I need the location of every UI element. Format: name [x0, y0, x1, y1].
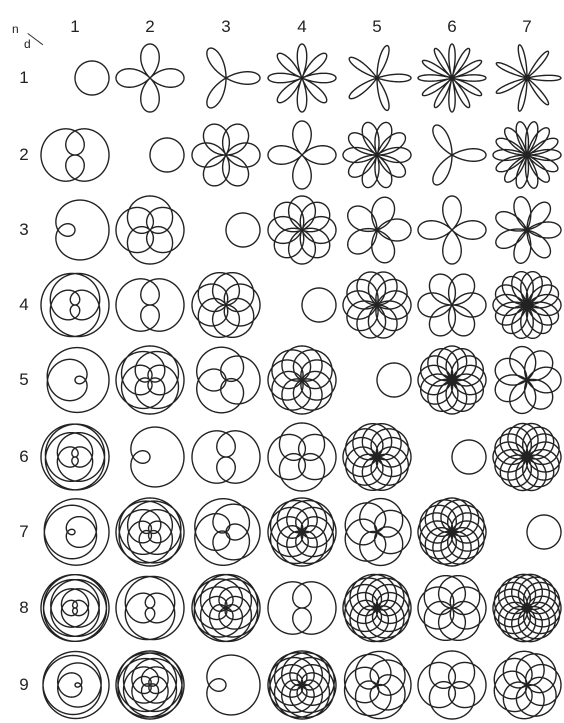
rose-n2-d3	[116, 196, 184, 264]
rose-n1-d2	[41, 129, 109, 181]
rose-n3-d2	[192, 124, 260, 186]
rose-n2-d2	[150, 138, 184, 172]
rose-n1-d1	[75, 61, 109, 95]
rose-n5-d3	[348, 197, 411, 263]
rose-n1-d3	[56, 200, 109, 260]
rose-n3-d3	[226, 213, 260, 247]
rose-n4-d5	[268, 346, 336, 414]
rose-n1-d6	[41, 424, 109, 490]
rose-n3-d4	[192, 273, 260, 338]
rose-n2-d6	[131, 427, 184, 487]
rose-n7-d1	[496, 45, 561, 111]
rose-n2-d7	[116, 498, 184, 566]
rose-n1-d4	[41, 273, 109, 336]
rose-n7-d8	[493, 574, 561, 641]
rose-n4-d2	[268, 121, 336, 189]
rose-n4-d4	[302, 288, 336, 322]
rose-n3-d9	[207, 655, 260, 715]
rose-n7-d7	[527, 515, 561, 549]
rose-n5-d1	[349, 46, 411, 111]
rose-n7-d2	[493, 122, 561, 188]
rose-n1-d9	[43, 652, 109, 719]
rose-n4-d7	[268, 498, 336, 566]
rose-n6-d7	[418, 498, 486, 566]
rose-n4-d6	[268, 423, 336, 491]
rose-n4-d8	[268, 582, 336, 634]
rose-n3-d7	[195, 499, 260, 566]
rose-n2-d5	[116, 346, 184, 414]
rose-n1-d8	[41, 575, 109, 642]
rose-n1-d7	[44, 499, 109, 565]
rose-n6-d5	[418, 346, 486, 414]
rose-n2-d1	[116, 44, 184, 112]
rose-n1-d5	[47, 348, 109, 413]
rose-n5-d8	[343, 574, 411, 641]
rose-n2-d4	[116, 279, 184, 331]
rose-n7-d6	[493, 423, 561, 490]
rose-n3-d8	[192, 575, 260, 642]
rose-n3-d1	[207, 48, 260, 108]
rose-n5-d7	[345, 499, 411, 566]
rose-n5-d5	[377, 363, 411, 397]
rose-n5-d6	[343, 424, 411, 491]
rose-n5-d9	[345, 651, 411, 718]
rose-n5-d2	[343, 122, 411, 187]
rose-n7-d5	[495, 347, 561, 414]
rose-n6-d4	[418, 274, 486, 336]
rose-n6-d8	[418, 576, 486, 641]
rose-n6-d1	[418, 44, 486, 112]
rose-n7-d3	[496, 197, 561, 264]
rose-n3-d6	[192, 431, 260, 483]
rose-n4-d3	[268, 196, 336, 264]
rose-n7-d9	[494, 651, 561, 718]
rose-n4-d9	[268, 651, 336, 719]
rose-n6-d2	[433, 125, 486, 185]
rose-n6-d9	[418, 651, 486, 719]
rose-n4-d1	[268, 44, 336, 112]
rose-n2-d9	[116, 651, 184, 719]
rose-n5-d4	[343, 272, 411, 338]
rose-n6-d3	[418, 196, 486, 264]
rose-n7-d4	[493, 272, 561, 339]
rose-n3-d5	[197, 347, 260, 413]
rose-n2-d8	[116, 576, 184, 639]
rose-n6-d6	[452, 440, 486, 474]
